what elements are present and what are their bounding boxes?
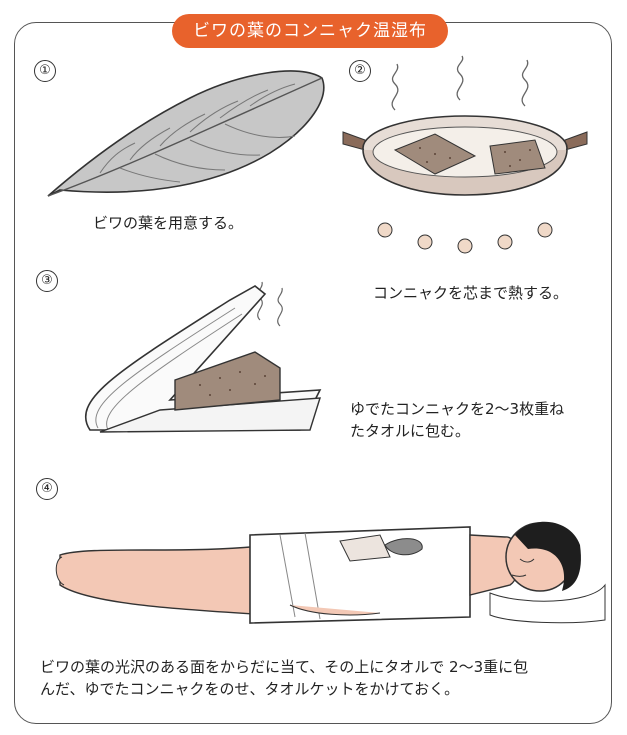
pot-illustration — [342, 55, 588, 254]
step-2-number: ② — [349, 60, 371, 82]
steam — [391, 55, 529, 111]
person-compress-illustration — [55, 521, 606, 624]
page-title: ビワの葉のコンニャク温湿布 — [172, 14, 448, 48]
towel-wrap-illustration — [84, 281, 322, 433]
step-4-number: ④ — [36, 478, 58, 500]
step-2-caption: コンニャクを芯まで熱する。 — [373, 284, 569, 302]
step-3-caption: ゆでたコンニャクを2〜3枚重ね たタオルに包む。 — [350, 400, 565, 440]
loquat-leaf-illustration — [47, 70, 325, 197]
step-1-number: ① — [34, 60, 56, 82]
step-4-caption: ビワの葉の光沢のある面をからだに当て、その上にタオルで 2〜3重に包 んだ、ゆで… — [40, 658, 529, 698]
step-3-number: ③ — [36, 270, 58, 292]
step-1-caption: ビワの葉を用意する。 — [93, 214, 244, 232]
